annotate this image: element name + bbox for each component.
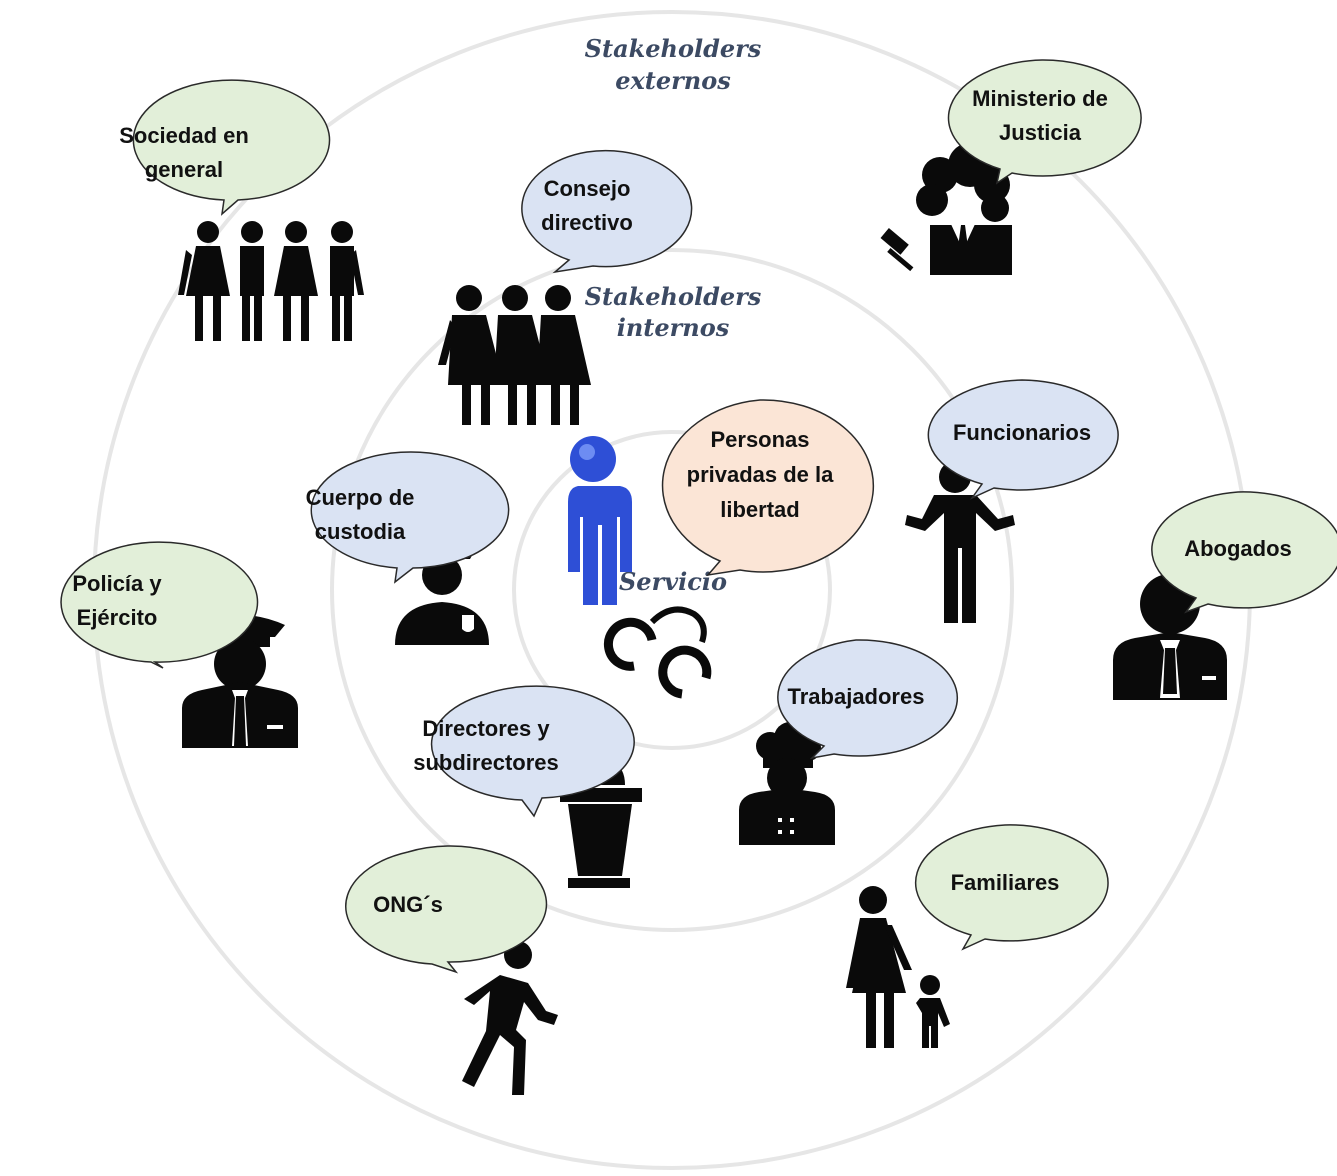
ongs-label: ONG´s xyxy=(373,892,443,917)
military-officer-icon xyxy=(182,615,298,748)
ring-inner xyxy=(512,430,832,750)
bubble-trabajadores: Trabajadores xyxy=(777,639,959,760)
personas-line2: privadas de la xyxy=(687,462,835,487)
familiares-label: Familiares xyxy=(951,870,1060,895)
policia-line1: Policía y xyxy=(72,571,162,596)
funcionarios-label: Funcionarios xyxy=(953,420,1091,445)
ministerio-line2: Justicia xyxy=(999,120,1082,145)
bubble-ongs: ONG´s xyxy=(345,845,548,974)
external-ring-label-line1: Stakeholders xyxy=(585,34,762,63)
person-3d-icon xyxy=(566,436,632,605)
internal-ring-label-line2: internos xyxy=(617,313,730,342)
cuerpo-line2: custodia xyxy=(315,519,406,544)
ring-middle xyxy=(330,248,1014,932)
personas-line1: Personas xyxy=(710,427,809,452)
bubble-familiares: Familiares xyxy=(914,824,1109,951)
bubble-funcionarios: Funcionarios xyxy=(927,379,1119,500)
bubble-personas: Personas privadas de la libertad xyxy=(661,399,875,577)
external-ring-label-line2: externos xyxy=(615,66,731,95)
bubble-cuerpo: Cuerpo de custodia xyxy=(306,451,510,584)
bubble-consejo: Consejo directivo xyxy=(521,149,693,274)
bubble-abogados: Abogados xyxy=(1151,491,1337,614)
consejo-line2: directivo xyxy=(541,210,633,235)
ministerio-line1: Ministerio de xyxy=(972,86,1108,111)
bubble-ministerio: Ministerio de Justicia xyxy=(947,59,1142,185)
walking-person-icon xyxy=(462,941,558,1095)
handcuffs-icon xyxy=(603,606,712,699)
service-ring-label: Servicio xyxy=(619,567,727,596)
mother-child-icon xyxy=(846,886,950,1048)
bubble-sociedad: Sociedad en general xyxy=(119,79,331,216)
sociedad-line2: general xyxy=(145,157,223,182)
consejo-line1: Consejo xyxy=(544,176,631,201)
personas-line3: libertad xyxy=(720,497,799,522)
bubble-directores: Directores y subdirectores xyxy=(413,685,635,818)
lawyer-icon xyxy=(1113,574,1227,700)
abogados-label: Abogados xyxy=(1184,536,1292,561)
directores-line1: Directores y xyxy=(422,716,550,741)
women-group-icon xyxy=(438,285,591,425)
policia-line2: Ejército xyxy=(77,605,158,630)
trabajadores-label: Trabajadores xyxy=(788,684,925,709)
cuerpo-line1: Cuerpo de xyxy=(306,485,415,510)
bubble-policia: Policía y Ejército xyxy=(60,541,259,669)
directores-line2: subdirectores xyxy=(413,750,559,775)
people-group-icon xyxy=(178,221,364,341)
internal-ring-label-line1: Stakeholders xyxy=(585,282,762,311)
sociedad-line1: Sociedad en xyxy=(119,123,249,148)
